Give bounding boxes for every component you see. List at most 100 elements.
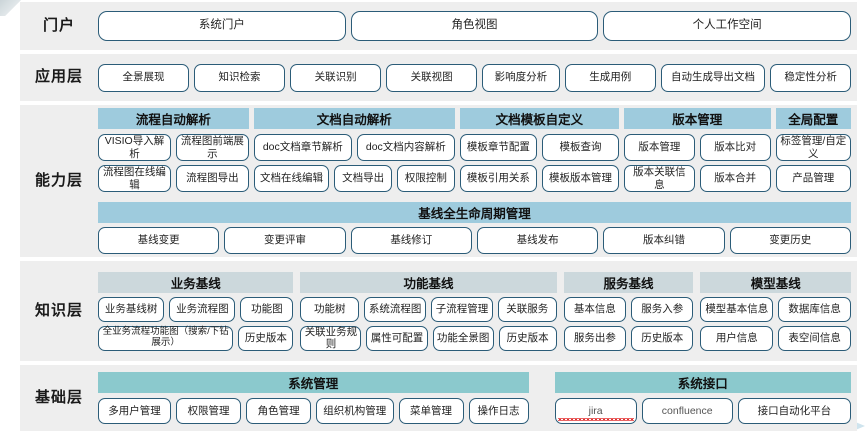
application-item-0[interactable]: 全景展现 <box>98 63 190 92</box>
application-item-7[interactable]: 稳定性分析 <box>770 63 851 92</box>
portal-item-1[interactable]: 角色视图 <box>350 11 599 41</box>
capability-group-3-item-1[interactable]: 版本比对 <box>699 134 771 161</box>
capability-group-0-item-1[interactable]: 流程图前端展示 <box>175 134 249 161</box>
knowledge-group-0-item-3[interactable]: 全业务流程功能图（搜索/下钻展示） <box>98 325 234 351</box>
capability-group-2-item-3[interactable]: 模板版本管理 <box>541 165 620 192</box>
capability-lifecycle-item-4[interactable]: 版本纠错 <box>603 227 725 254</box>
capability-group-3-item-0[interactable]: 版本管理 <box>624 134 695 161</box>
capability-group-3: 版本管理 版本管理 版本比对 版本关联信息 版本合并 <box>624 108 771 192</box>
capability-group-0-item-3[interactable]: 流程图导出 <box>175 165 249 192</box>
foundation-group-1: 系统接口 jira confluence 接口自动化平台 <box>554 372 851 424</box>
capability-lifecycle-item-3[interactable]: 基线发布 <box>476 227 599 254</box>
knowledge-group-0-item-0[interactable]: 业务基线树 <box>98 296 165 322</box>
foundation-groups: 系统管理 多用户管理 权限管理 角色管理 组织机构管理 菜单管理 操作日志 系统… <box>98 372 851 424</box>
capability-group-3-header: 版本管理 <box>624 108 771 129</box>
layer-application: 应用层 全景展现 知识检索 关联识别 关联视图 影响度分析 生成用例 自动生成导… <box>20 54 857 101</box>
capability-group-2-item-0[interactable]: 模板章节配置 <box>459 134 537 161</box>
knowledge-group-3: 模型基线 模型基本信息 数据库信息 用户信息 表空间信息 <box>700 271 851 351</box>
foundation-group-1-header: 系统接口 <box>554 372 851 393</box>
portal-item-0[interactable]: 系统门户 <box>98 11 346 41</box>
capability-group-0-header: 流程自动解析 <box>98 108 249 129</box>
knowledge-group-3-item-1[interactable]: 数据库信息 <box>778 296 851 322</box>
knowledge-group-1-item-6[interactable]: 功能全景图 <box>432 325 494 351</box>
corner-decoration-top-left <box>0 0 22 16</box>
capability-group-4-item-1[interactable]: 产品管理 <box>775 165 851 192</box>
capability-lifecycle-item-2[interactable]: 基线修订 <box>350 227 472 254</box>
knowledge-groups: 业务基线 业务基线树 业务流程图 功能图 全业务流程功能图（搜索/下钻展示） 历… <box>98 271 851 351</box>
foundation-group-0-item-5[interactable]: 操作日志 <box>468 398 529 424</box>
capability-group-4: 全局配置 标签管理/自定义 产品管理 <box>775 108 851 192</box>
knowledge-group-3-item-3[interactable]: 表空间信息 <box>778 325 851 351</box>
foundation-group-0-item-3[interactable]: 组织机构管理 <box>316 398 394 424</box>
knowledge-group-2-header: 服务基线 <box>563 271 694 293</box>
capability-group-4-header: 全局配置 <box>775 108 851 129</box>
knowledge-group-2-item-3[interactable]: 历史版本 <box>631 325 694 351</box>
capability-group-3-item-2[interactable]: 版本关联信息 <box>624 165 695 192</box>
layer-label-application: 应用层 <box>34 68 83 86</box>
application-item-5[interactable]: 生成用例 <box>564 63 656 92</box>
knowledge-group-0-header: 业务基线 <box>98 271 294 293</box>
knowledge-group-1-item-2[interactable]: 子流程管理 <box>431 296 493 322</box>
portal-item-2[interactable]: 个人工作空间 <box>603 11 852 41</box>
application-item-1[interactable]: 知识检索 <box>194 63 286 92</box>
foundation-group-1-item-jira[interactable]: jira <box>554 398 637 424</box>
capability-group-4-item-0[interactable]: 标签管理/自定义 <box>775 134 851 161</box>
knowledge-group-1-item-4[interactable]: 关联业务规则 <box>300 325 362 351</box>
capability-group-2-header: 文档模板自定义 <box>459 108 619 129</box>
knowledge-group-0-item-1[interactable]: 业务流程图 <box>169 296 236 322</box>
knowledge-group-1-header: 功能基线 <box>300 271 557 293</box>
capability-group-1-header: 文档自动解析 <box>253 108 455 129</box>
knowledge-group-2-item-1[interactable]: 服务入参 <box>631 296 694 322</box>
knowledge-group-3-item-2[interactable]: 用户信息 <box>700 325 774 351</box>
capability-group-1-item-2[interactable]: 文档在线编辑 <box>253 165 330 192</box>
knowledge-group-1-item-3[interactable]: 关联服务 <box>497 296 557 322</box>
application-items-row: 全景展现 知识检索 关联识别 关联视图 影响度分析 生成用例 自动生成导出文档 … <box>98 63 851 92</box>
capability-group-1-item-0[interactable]: doc文档章节解析 <box>253 134 352 161</box>
knowledge-group-2-item-0[interactable]: 基本信息 <box>563 296 627 322</box>
foundation-group-0-item-0[interactable]: 多用户管理 <box>98 398 172 424</box>
knowledge-group-1-item-7[interactable]: 历史版本 <box>498 325 557 351</box>
knowledge-group-0-item-4[interactable]: 历史版本 <box>238 325 294 351</box>
capability-group-0-item-2[interactable]: 流程图在线编辑 <box>98 165 171 192</box>
capability-group-3-item-3[interactable]: 版本合并 <box>699 165 771 192</box>
capability-group-2: 文档模板自定义 模板章节配置 模板查询 模板引用关系 模板版本管理 <box>459 108 620 192</box>
capability-group-1-item-1[interactable]: doc文档内容解析 <box>356 134 455 161</box>
foundation-group-0-header: 系统管理 <box>98 372 529 393</box>
foundation-group-0-item-2[interactable]: 角色管理 <box>246 398 312 424</box>
foundation-group-0: 系统管理 多用户管理 权限管理 角色管理 组织机构管理 菜单管理 操作日志 <box>98 372 529 424</box>
capability-lifecycle-item-1[interactable]: 变更评审 <box>224 227 346 254</box>
knowledge-group-1-item-5[interactable]: 属性可配置 <box>366 325 428 351</box>
layer-knowledge: 知识层 业务基线 业务基线树 业务流程图 功能图 全业务流程功能图（搜索/下钻展… <box>20 261 857 361</box>
foundation-group-0-item-1[interactable]: 权限管理 <box>176 398 242 424</box>
foundation-group-1-item-confluence[interactable]: confluence <box>641 398 733 424</box>
capability-group-1-item-4[interactable]: 权限控制 <box>397 165 455 192</box>
layer-label-portal: 门户 <box>42 16 75 34</box>
capability-group-2-item-1[interactable]: 模板查询 <box>541 134 620 161</box>
layer-foundation: 基础层 系统管理 多用户管理 权限管理 角色管理 组织机构管理 菜单管理 操作日… <box>20 365 857 431</box>
capability-lifecycle-item-0[interactable]: 基线变更 <box>98 227 220 254</box>
application-item-4[interactable]: 影响度分析 <box>482 63 560 92</box>
capability-group-2-item-2[interactable]: 模板引用关系 <box>459 165 537 192</box>
application-item-6[interactable]: 自动生成导出文档 <box>660 63 766 92</box>
knowledge-group-2-item-2[interactable]: 服务出参 <box>563 325 627 351</box>
layer-label-knowledge: 知识层 <box>34 301 83 319</box>
capability-group-1-item-3[interactable]: 文档导出 <box>334 165 393 192</box>
knowledge-group-1: 功能基线 功能树 系统流程图 子流程管理 关联服务 关联业务规则 属性可配置 功… <box>300 271 557 351</box>
capability-group-0: 流程自动解析 VISIO导入解析 流程图前端展示 流程图在线编辑 流程图导出 <box>98 108 249 192</box>
knowledge-group-1-item-0[interactable]: 功能树 <box>300 296 360 322</box>
knowledge-group-3-item-0[interactable]: 模型基本信息 <box>700 296 774 322</box>
foundation-group-1-item-api-platform[interactable]: 接口自动化平台 <box>737 398 851 424</box>
capability-group-0-item-0[interactable]: VISIO导入解析 <box>98 134 171 161</box>
layer-portal: 门户 系统门户 角色视图 个人工作空间 <box>20 2 857 50</box>
capability-lifecycle-item-5[interactable]: 变更历史 <box>729 227 851 254</box>
foundation-group-0-item-4[interactable]: 菜单管理 <box>398 398 464 424</box>
knowledge-group-1-item-1[interactable]: 系统流程图 <box>364 296 427 322</box>
application-item-3[interactable]: 关联视图 <box>386 63 478 92</box>
capability-group-1: 文档自动解析 doc文档章节解析 doc文档内容解析 文档在线编辑 文档导出 权… <box>253 108 455 192</box>
knowledge-group-0-item-2[interactable]: 功能图 <box>240 296 294 322</box>
application-item-2[interactable]: 关联识别 <box>290 63 382 92</box>
layer-capability: 能力层 流程自动解析 VISIO导入解析 流程图前端展示 流程图在线编辑 流程图… <box>20 105 857 257</box>
layer-label-foundation: 基础层 <box>34 388 83 406</box>
knowledge-group-2: 服务基线 基本信息 服务入参 服务出参 历史版本 <box>563 271 694 351</box>
